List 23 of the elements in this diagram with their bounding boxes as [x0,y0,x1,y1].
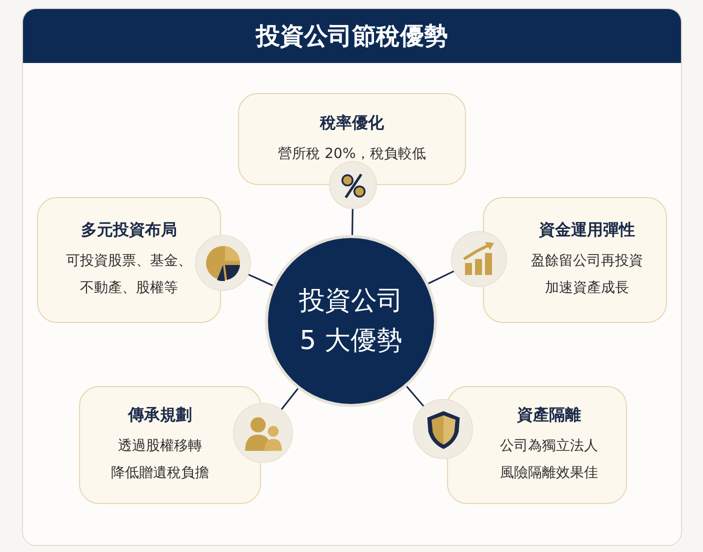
card-text: 可投資股票、基金、不動產、股權等 [66,252,192,298]
card-heading: 資金運用彈性 [539,219,635,241]
card-heading: 多元投資布局 [81,219,177,241]
center-text: 投資公司5 大優勢 [299,285,403,358]
feature-card [447,386,627,504]
icon-circle [329,161,377,209]
feature-card [238,93,466,185]
title-banner: 投資公司節稅優勢 [23,9,681,63]
card-text: 透過股權移轉降低贈遺稅負擔 [111,437,209,483]
card-heading: 資產隔離 [517,404,581,426]
card-text: 盈餘留公司再投資加速資產成長 [531,252,643,298]
card-text: 營所稅 20%，稅負較低 [278,144,426,164]
card-text: 公司為獨立法人風險隔離效果佳 [500,437,598,483]
connector-line [351,208,354,236]
connector-line [280,388,298,410]
feature-card [37,197,221,323]
connector-line [248,274,273,286]
card-heading: 稅率優化 [320,112,384,134]
card-heading: 傳承規劃 [128,404,192,426]
feature-card [483,197,667,323]
connector-line [428,270,454,284]
feature-card [79,386,261,504]
connector-line [406,386,424,407]
